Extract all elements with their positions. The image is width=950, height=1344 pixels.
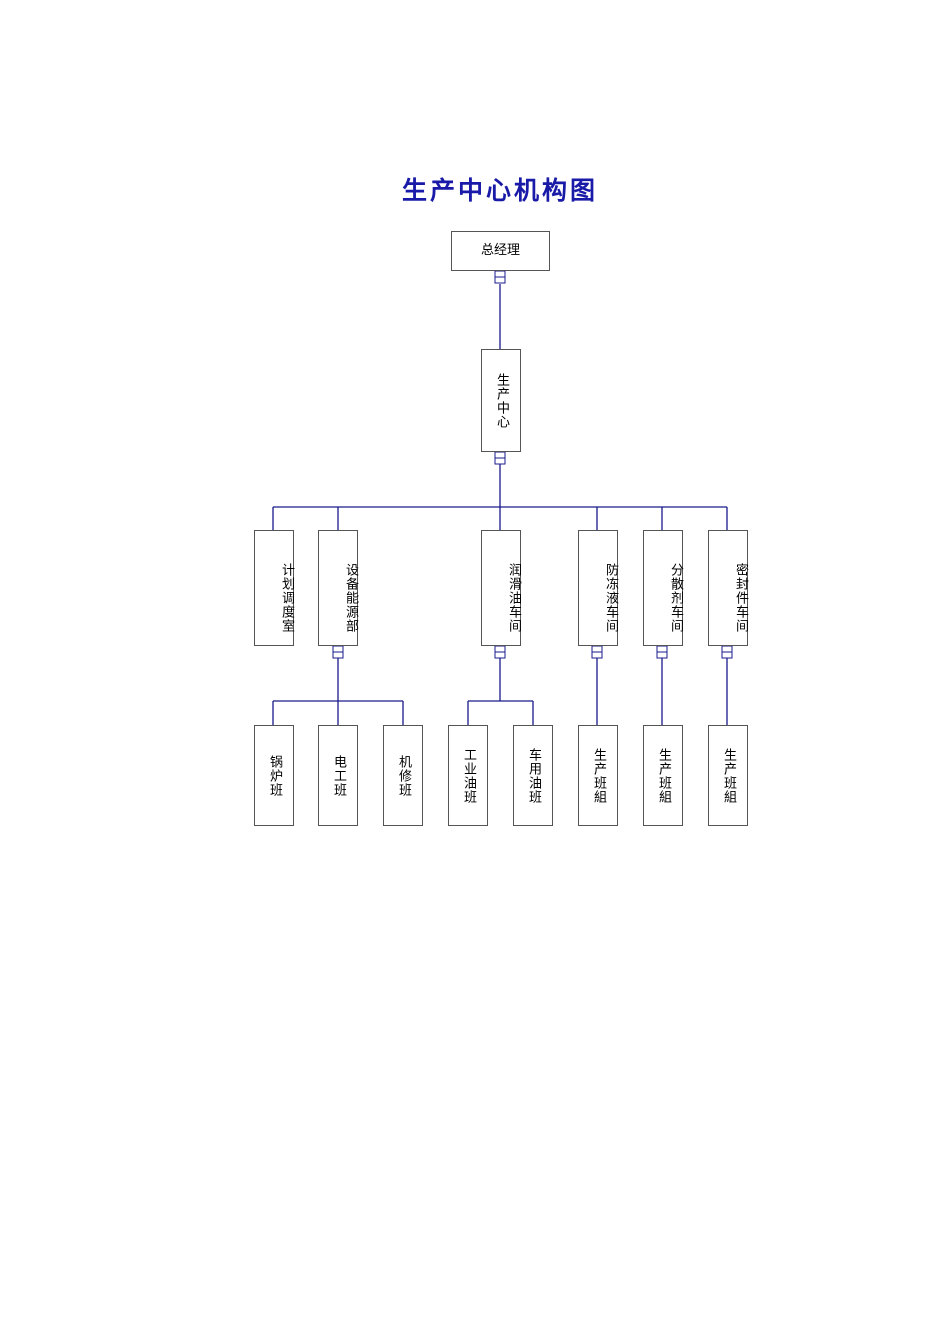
node-machine-repair-team: 机修班 (383, 725, 423, 826)
node-industrial-oil-team: 工业油班 (448, 725, 488, 826)
connector-handle (591, 645, 603, 659)
node-dispersant-workshop: 分散剂车间 (643, 530, 683, 646)
connector-handle (494, 451, 506, 465)
node-equipment-energy: 设备能源部 (318, 530, 358, 646)
node-planning: 计划调度室 (254, 530, 294, 646)
connector-handle (494, 270, 506, 284)
node-seal-workshop: 密封件车间 (708, 530, 748, 646)
node-production-center: 生产中心 (481, 349, 521, 452)
connector-handle (332, 645, 344, 659)
connector-handle (494, 645, 506, 659)
node-lubricant-workshop: 润滑油车间 (481, 530, 521, 646)
node-seal-production-team: 生产班組 (708, 725, 748, 826)
node-antifreeze-production-team: 生产班組 (578, 725, 618, 826)
connector-handle (656, 645, 668, 659)
node-vehicle-oil-team: 车用油班 (513, 725, 553, 826)
node-dispersant-production-team: 生产班組 (643, 725, 683, 826)
node-general-manager: 总经理 (451, 231, 550, 271)
node-boiler-team: 锅炉班 (254, 725, 294, 826)
connector-handle (721, 645, 733, 659)
node-antifreeze-workshop: 防冻液车间 (578, 530, 618, 646)
node-electrician-team: 电工班 (318, 725, 358, 826)
chart-title: 生产中心机构图 (401, 176, 598, 205)
